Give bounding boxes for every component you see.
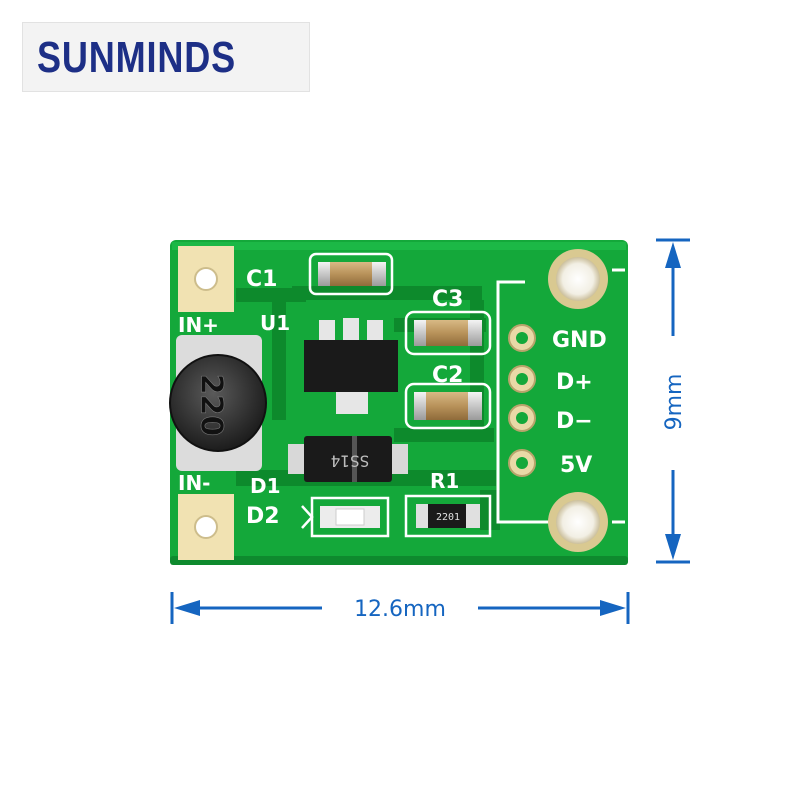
pcb-edge-shade xyxy=(170,556,628,565)
c2-outline xyxy=(404,382,492,430)
r1-end-right xyxy=(466,504,480,528)
d1-lead-right xyxy=(390,444,408,474)
u1-pin-1 xyxy=(319,320,335,342)
d2-polarity-mark xyxy=(301,505,314,529)
label-in-plus: IN+ xyxy=(178,313,219,337)
header-pads xyxy=(508,324,536,477)
pad-in-minus-hole xyxy=(194,515,218,539)
inductor-marking: 220 xyxy=(194,374,229,437)
label-c2: C2 xyxy=(432,363,463,388)
mount-hole-top-inner xyxy=(556,257,600,301)
label-c3: C3 xyxy=(432,287,463,312)
d1-lead-left xyxy=(288,444,306,474)
width-dimension-label: 12.6mm xyxy=(354,597,446,622)
pcb-highlight xyxy=(172,242,626,250)
label-in-minus: IN- xyxy=(178,471,210,495)
pad-in-plus-hole xyxy=(194,267,218,291)
u1-pin-3 xyxy=(367,320,383,342)
r1-end-left xyxy=(416,504,430,528)
u1-regulator xyxy=(304,340,398,392)
label-u1: U1 xyxy=(260,311,290,335)
r1-resistor-marking: 2201 xyxy=(436,512,460,523)
pcb-traces xyxy=(236,286,500,530)
brand-logo-box: SUNMINDS xyxy=(22,22,310,92)
mount-hole-bottom-inner xyxy=(556,500,600,544)
width-dimension xyxy=(170,592,630,624)
label-gnd: GND xyxy=(552,328,607,353)
label-d-minus: D− xyxy=(556,409,593,434)
c1-outline xyxy=(308,252,394,296)
header-outline xyxy=(496,280,552,524)
d1-cathode-band xyxy=(352,436,357,482)
d2-led-window xyxy=(335,508,365,526)
c3-end-left xyxy=(414,320,428,346)
c3-outline xyxy=(404,310,492,356)
label-5v: 5V xyxy=(560,453,592,478)
d1-diode xyxy=(304,436,392,482)
brand-logo-text: SUNMINDS xyxy=(37,33,237,82)
c2-end-right xyxy=(468,392,482,420)
label-d2: D2 xyxy=(246,504,280,529)
c2-capacitor xyxy=(426,392,470,420)
c3-capacitor xyxy=(426,320,470,346)
d1-diode-marking: SS14 xyxy=(331,452,370,471)
c2-end-left xyxy=(414,392,428,420)
c1-end-left xyxy=(318,262,332,286)
height-dimension-label: 9mm xyxy=(662,374,687,431)
label-d-plus: D+ xyxy=(556,370,593,395)
c1-end-right xyxy=(372,262,386,286)
label-r1: R1 xyxy=(430,469,459,493)
c1-capacitor xyxy=(330,262,374,286)
label-c1: C1 xyxy=(246,267,277,292)
inductor xyxy=(169,354,267,452)
height-dimension xyxy=(656,238,690,564)
c3-end-right xyxy=(468,320,482,346)
u1-tab xyxy=(336,392,368,414)
r1-outline xyxy=(404,494,492,538)
label-d1: D1 xyxy=(250,474,281,498)
r1-resistor xyxy=(428,504,468,528)
u1-pin-2 xyxy=(343,318,359,342)
